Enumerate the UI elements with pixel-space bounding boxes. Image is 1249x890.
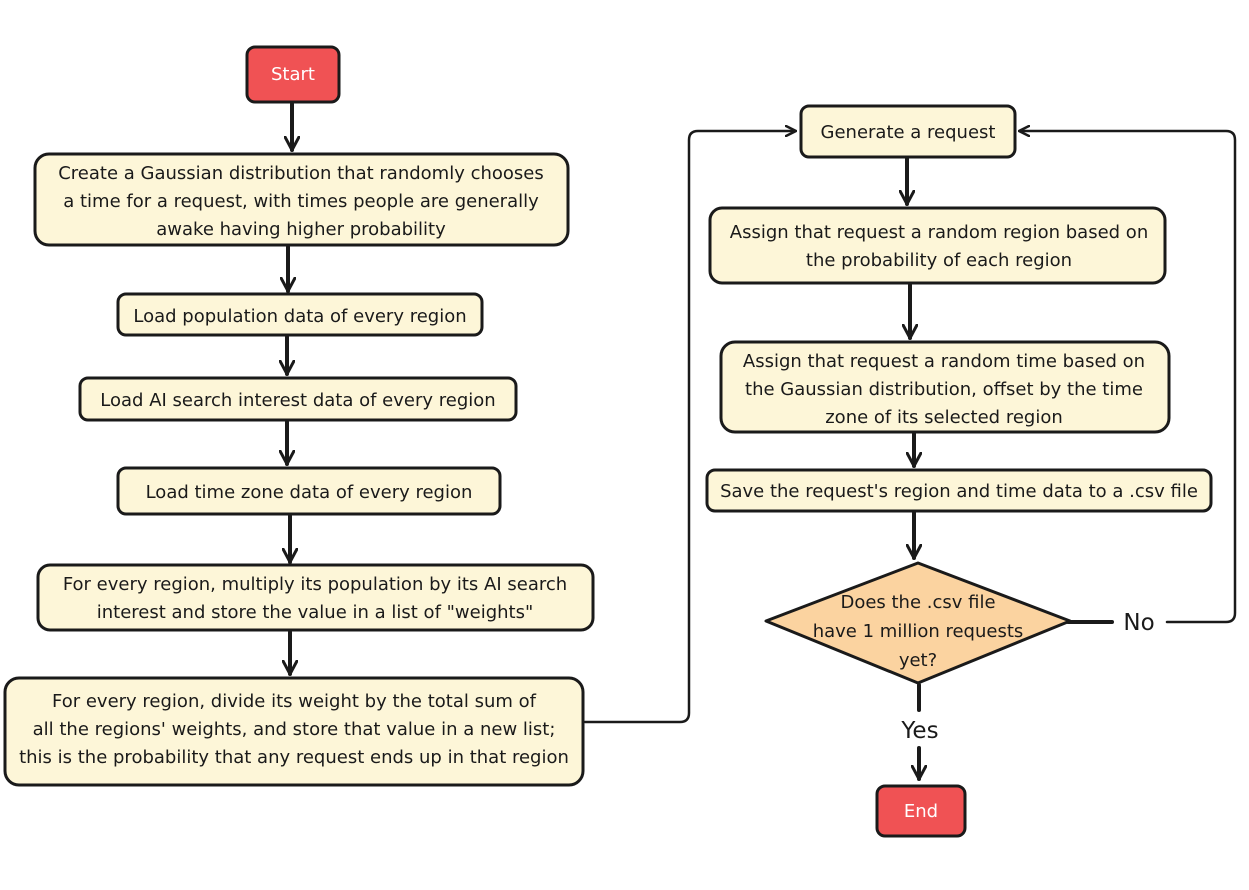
step-load-ai-interest-label: Load AI search interest data of every re… xyxy=(100,390,495,411)
step-probability-line-2: all the regions' weights, and store that… xyxy=(33,719,556,740)
step-gaussian-line-2: a time for a request, with times people … xyxy=(63,191,539,212)
step-probability: For every region, divide its weight by t… xyxy=(3,676,585,787)
step-load-timezone: Load time zone data of every region xyxy=(116,466,502,516)
end-node: End xyxy=(875,784,967,838)
step-weights-line-2: interest and store the value in a list o… xyxy=(97,602,534,623)
branch-no-label: No xyxy=(1123,610,1154,636)
step-probability-line-1: For every region, divide its weight by t… xyxy=(52,691,537,712)
step-save-csv-label: Save the request's region and time data … xyxy=(720,481,1198,502)
step-gaussian: Create a Gaussian distribution that rand… xyxy=(33,152,570,247)
step-gaussian-line-3: awake having higher probability xyxy=(156,219,446,240)
step-assign-region-line-1: Assign that request a random region base… xyxy=(730,222,1148,243)
step-assign-time-line-1: Assign that request a random time based … xyxy=(743,351,1145,372)
step-weights: For every region, multiply its populatio… xyxy=(36,563,595,632)
step-weights-line-1: For every region, multiply its populatio… xyxy=(63,574,567,595)
decision-million-requests: Does the .csv file have 1 million reques… xyxy=(764,561,1072,685)
decision-line-1: Does the .csv file xyxy=(840,592,995,613)
step-gaussian-line-1: Create a Gaussian distribution that rand… xyxy=(58,163,544,184)
connector-no-to-generate xyxy=(1020,131,1237,624)
step-load-timezone-label: Load time zone data of every region xyxy=(146,482,473,503)
start-label: Start xyxy=(271,64,315,85)
step-assign-region-line-2: the probability of each region xyxy=(806,250,1072,271)
step-generate-request: Generate a request xyxy=(799,104,1017,159)
step-assign-time-line-3: zone of its selected region xyxy=(825,407,1063,428)
decision-line-2: have 1 million requests xyxy=(813,621,1024,642)
step-probability-line-3: this is the probability that any request… xyxy=(19,747,569,768)
step-load-ai-interest: Load AI search interest data of every re… xyxy=(78,376,518,422)
branch-yes-label: Yes xyxy=(900,718,938,744)
end-label: End xyxy=(904,801,938,822)
step-load-population-label: Load population data of every region xyxy=(133,306,466,327)
connector-probability-to-generate xyxy=(583,131,795,724)
step-generate-request-label: Generate a request xyxy=(821,122,996,143)
step-assign-region: Assign that request a random region base… xyxy=(708,206,1167,285)
step-assign-time-line-2: the Gaussian distribution, offset by the… xyxy=(745,379,1143,400)
decision-line-3: yet? xyxy=(899,650,937,671)
step-load-population: Load population data of every region xyxy=(116,292,484,337)
step-assign-time: Assign that request a random time based … xyxy=(719,340,1171,434)
start-node: Start xyxy=(245,45,341,104)
step-save-csv: Save the request's region and time data … xyxy=(705,468,1213,513)
